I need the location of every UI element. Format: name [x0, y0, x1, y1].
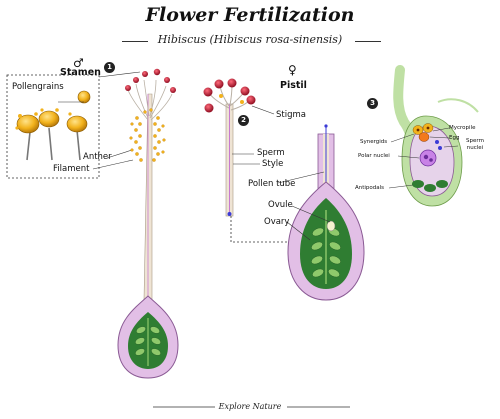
stamen-heading: Stamen	[60, 67, 101, 78]
step-number-1: 1	[104, 62, 115, 73]
pollengrains-label: Pollengrains	[12, 82, 64, 92]
sperm-nuclei-label: Sperm nuclei	[466, 138, 484, 151]
egg-label: Egg	[449, 135, 460, 141]
diagram-subtitle: Hibiscus (Hibiscus rosa-sinensis)	[157, 33, 343, 46]
female-symbol: ♀	[288, 63, 297, 77]
pistil-heading: Pistil	[280, 80, 307, 91]
pollen-grain-single	[77, 90, 91, 104]
diagram-title: Flower Fertilization	[145, 4, 355, 26]
step-number-3: 3	[367, 98, 378, 109]
ovary-label: Ovary	[264, 217, 290, 227]
sperm-label: Sperm	[257, 148, 285, 158]
male-symbol: ♂	[73, 56, 84, 70]
subtitle-rule-left	[122, 41, 148, 42]
stigma-label: Stigma	[276, 110, 306, 120]
synergids-label: Synergids	[360, 139, 388, 145]
subtitle-rule-right	[355, 41, 381, 42]
ovule-cross-section	[393, 65, 479, 207]
antipodals-label: Antipodals	[355, 185, 385, 191]
pollen-tube-label: Pollen tube	[248, 179, 296, 189]
style-label: Style	[262, 159, 284, 169]
stamen-inset-box	[6, 74, 100, 179]
polar-nuclei-label: Polar nuclei	[358, 153, 390, 159]
filament-label: Filament	[53, 164, 90, 174]
pistil-detail	[203, 78, 256, 217]
step-number-2: 2	[238, 115, 249, 126]
flower-stamen-column	[117, 68, 179, 379]
ovary-enlarged	[287, 124, 365, 301]
anther-label: Anther	[83, 152, 112, 162]
mycropile-label: Mycropile	[449, 125, 476, 131]
ovule-label: Ovule	[268, 200, 293, 210]
footer-text: Explore Nature	[218, 402, 282, 411]
pollen-anther-inset	[15, 90, 91, 161]
